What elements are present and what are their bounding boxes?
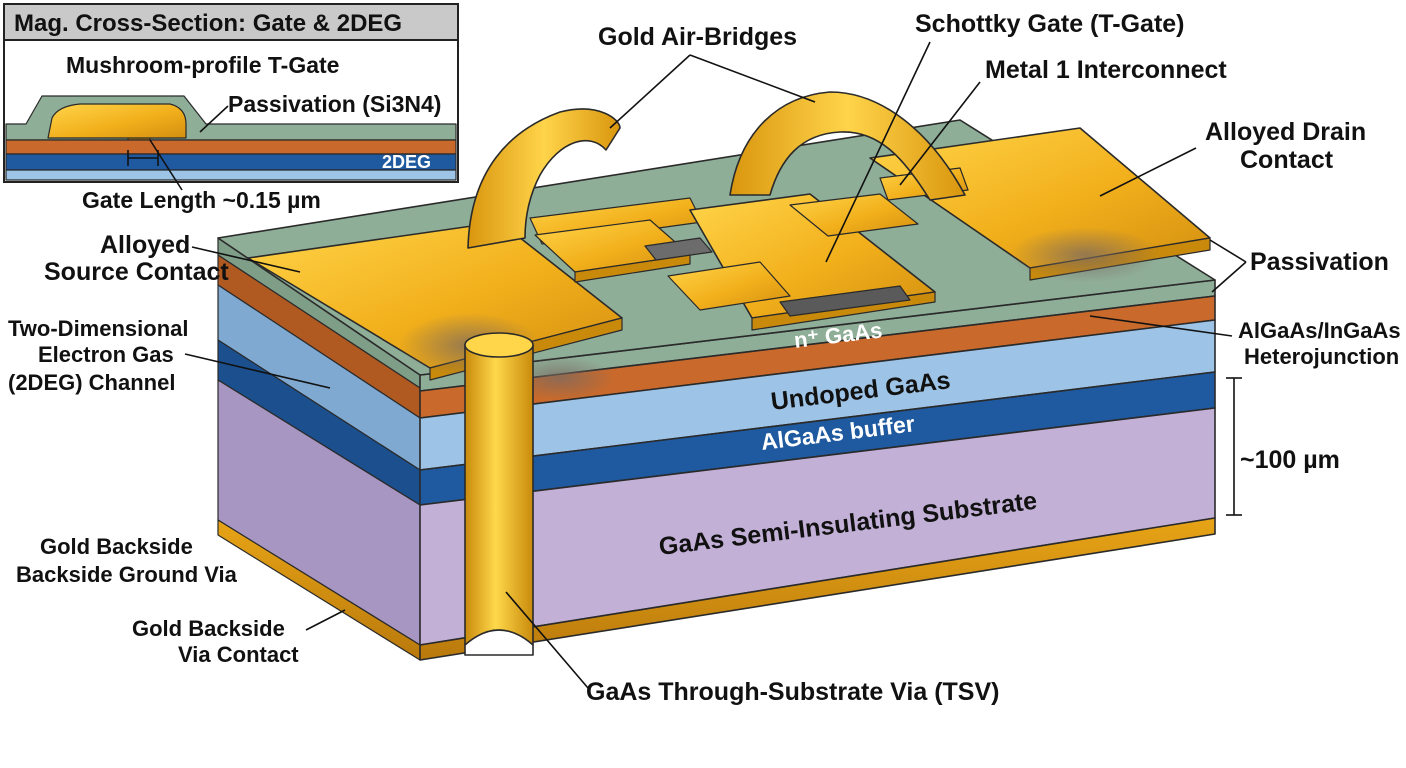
label-tsv: GaAs Through-Substrate Via (TSV) — [586, 678, 999, 706]
label-metal1: Metal 1 Interconnect — [985, 56, 1227, 84]
top-surface — [217, 119, 1216, 381]
inset-title-bar — [3, 3, 459, 41]
gate-mushroom-cap — [667, 261, 791, 311]
leader-drain — [1099, 147, 1197, 197]
tsv-column — [464, 344, 534, 646]
inset-gate-length-label: Gate Length ~0.15 µm — [82, 187, 321, 213]
air-bridge-left — [467, 108, 621, 249]
label-hetero-2: Heterojunction — [1244, 344, 1399, 369]
label-2deg-1: Two-Dimensional — [8, 316, 189, 341]
leader-schottky-gate — [825, 41, 931, 263]
front-face — [419, 279, 1216, 661]
leader-air-bridges-1 — [609, 54, 691, 129]
drain-alloy-diffusion — [1010, 227, 1160, 283]
inset-title: Mag. Cross-Section: Gate & 2DEG — [14, 10, 402, 37]
label-source-1: Alloyed — [100, 231, 190, 259]
label-thickness: ~100 µm — [1240, 446, 1340, 474]
gate-finger-right — [789, 193, 919, 237]
inset-passivation-leader — [199, 105, 229, 133]
left-face — [217, 237, 421, 661]
leader-passivation-1 — [1209, 239, 1247, 263]
tsv-bottom-opening — [464, 629, 534, 656]
leader-tsv — [505, 591, 589, 689]
label-2deg-3: (2DEG) Channel — [8, 370, 175, 395]
inset-passivation-label: Passivation (Si3N4) — [228, 91, 441, 117]
label-2deg-2: Electron Gas — [38, 342, 174, 367]
air-bridge-right — [729, 91, 966, 201]
leader-passivation-2 — [1211, 261, 1247, 293]
label-gold-air-bridges: Gold Air-Bridges — [598, 23, 797, 51]
inset-2deg-label: 2DEG — [382, 152, 431, 172]
leader-via-contact — [305, 609, 346, 631]
leader-air-bridges-2 — [689, 54, 816, 103]
label-schottky-gate: Schottky Gate (T-Gate) — [915, 10, 1185, 38]
leader-source — [191, 246, 301, 273]
label-drain-1: Alloyed Drain — [1205, 118, 1366, 146]
inset-tgate-label: Mushroom-profile T-Gate — [66, 52, 339, 78]
inset-gate-length-leader — [149, 139, 183, 191]
tsv-top-opening — [464, 332, 534, 358]
gate-finger-left-edge — [574, 254, 691, 283]
front-backside-gold-layer — [419, 517, 1216, 661]
label-hetero-1: AlGaAs/InGaAs — [1238, 318, 1401, 343]
inset-t-gate-cap — [47, 103, 187, 139]
label-backside-via-2: Backside Ground Via — [16, 562, 238, 587]
label-via-contact-1: Gold Backside — [132, 616, 285, 641]
label-passivation: Passivation — [1250, 248, 1389, 276]
label-drain-2: Contact — [1240, 146, 1334, 174]
label-via-contact-2: Via Contact — [178, 642, 299, 667]
gate-recess — [644, 237, 713, 261]
through-substrate-via — [464, 332, 534, 656]
gate-channel-dark — [779, 285, 911, 317]
inset-cross-section: Mag. Cross-Section: Gate & 2DEG Mushroom… — [3, 3, 459, 183]
leader-hetero — [1089, 315, 1233, 337]
label-backside-via-1: Gold Backside — [40, 534, 193, 559]
leader-metal1 — [899, 81, 981, 186]
label-source-2: Source Contact — [44, 258, 229, 286]
gold-air-bridges — [467, 91, 966, 249]
inset-buffer-layer — [5, 169, 457, 181]
leader-2deg — [184, 353, 331, 389]
